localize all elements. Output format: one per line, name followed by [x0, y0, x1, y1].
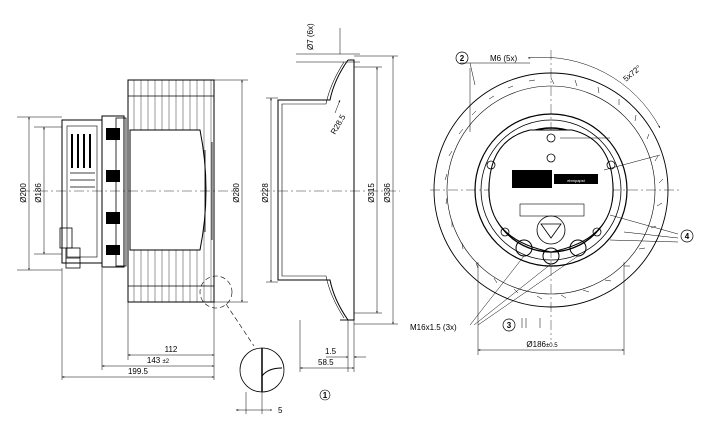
dim-d280: Ø280: [232, 183, 241, 203]
dim-112: 112: [165, 345, 178, 354]
front-view: [430, 50, 694, 355]
dim-d336: Ø336: [383, 183, 392, 203]
detail-view: [235, 347, 285, 414]
dim-r28-5: R28.5: [329, 113, 348, 136]
dim-d200: Ø200: [19, 183, 28, 203]
side-view: [17, 79, 255, 380]
dim-d186-front: Ø186±0.5: [526, 340, 558, 349]
dim-5: 5: [278, 406, 283, 415]
inlet-ring-view: [260, 28, 400, 401]
terminal-block: [512, 170, 552, 188]
warning-label: [519, 203, 585, 217]
dim-5x72: 5x72°: [622, 63, 644, 83]
dim-1-5: 1.5: [325, 347, 337, 356]
callout-3: 3: [507, 321, 512, 330]
dim-143: 143 ±2: [147, 356, 170, 365]
callout-1: 1: [323, 391, 328, 400]
dim-m16: M16x1.5 (3x): [410, 323, 457, 332]
dim-58-5: 58.5: [318, 358, 334, 367]
dim-d186-side: Ø186: [34, 183, 43, 203]
cooling-fins: [70, 134, 95, 188]
brand-logo: ebmpapst: [567, 178, 585, 183]
dim-199-5: 199.5: [128, 367, 149, 376]
callout-4: 4: [685, 232, 690, 241]
dim-d228: Ø228: [261, 183, 270, 203]
dim-d7: Ø7 (6x): [306, 23, 315, 50]
dim-d315: Ø315: [367, 183, 376, 203]
brand-plate: [554, 174, 598, 184]
callout-2: 2: [460, 54, 465, 63]
dim-m6: M6 (5x): [490, 54, 517, 63]
